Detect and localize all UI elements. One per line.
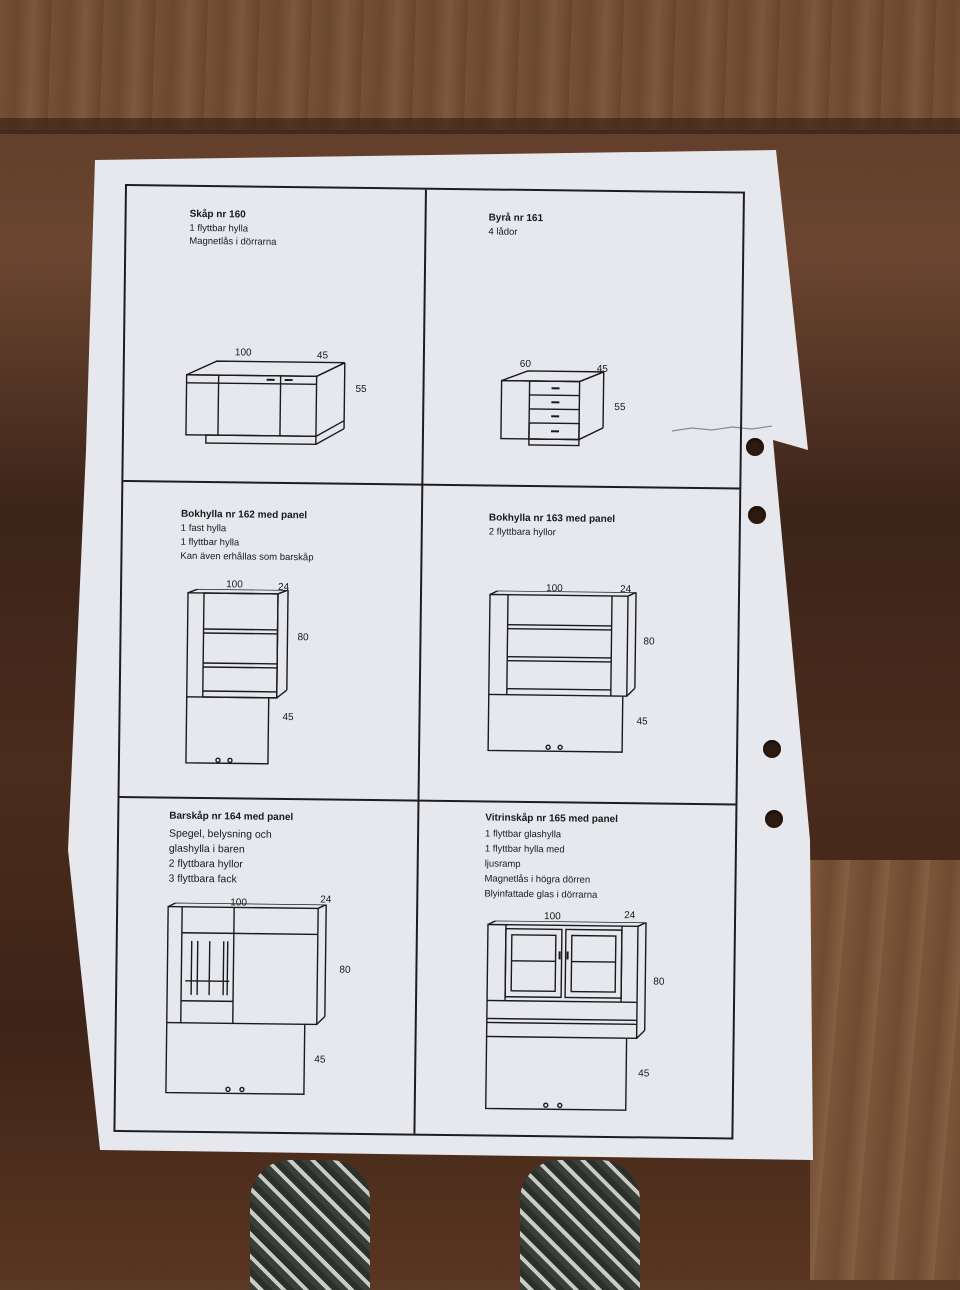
- product-title: Bokhylla nr 163 med panel: [489, 512, 615, 525]
- product-feature: 4 lådor: [488, 225, 517, 239]
- product-cell-160: Skåp nr 160 1 flyttbar hylla Magnetlås i…: [123, 186, 425, 484]
- product-feature: 1 flyttbar glashylla: [485, 827, 561, 842]
- bookshelf-drawing: [182, 589, 294, 770]
- product-feature: glashylla i baren: [169, 842, 245, 857]
- binder-hole: [763, 740, 781, 758]
- right-sock: [520, 1160, 640, 1290]
- display-cabinet-drawing: [482, 920, 654, 1122]
- product-feature: 1 flyttbar hylla: [181, 536, 240, 551]
- dimension-height: 55: [355, 384, 366, 395]
- product-feature: Blyinfattade glas i dörrarna: [484, 887, 597, 902]
- product-title: Barskåp nr 164 med panel: [169, 811, 293, 824]
- dimension-height: 80: [653, 977, 664, 988]
- wooden-floor-top: [0, 0, 960, 130]
- binder-hole: [765, 810, 783, 828]
- product-title: Byrå nr 161: [489, 212, 544, 224]
- dresser-drawing: [499, 369, 620, 470]
- product-feature: 1 fast hylla: [181, 522, 227, 537]
- product-cell-162: Bokhylla nr 162 med panel 1 fast hylla 1…: [120, 482, 422, 800]
- product-cell-163: Bokhylla nr 163 med panel 2 flyttbara hy…: [420, 486, 742, 804]
- product-feature: 3 flyttbara fack: [168, 872, 236, 887]
- product-feature: ljusramp: [485, 857, 521, 871]
- product-feature: 2 flyttbara hyllor: [489, 525, 556, 540]
- dimension-height: 80: [297, 632, 308, 643]
- wooden-floor-right: [810, 860, 960, 1280]
- dimension-depth: 24: [624, 910, 635, 921]
- product-grid: Skåp nr 160 1 flyttbar hylla Magnetlås i…: [113, 184, 745, 1140]
- binder-hole: [746, 438, 764, 456]
- product-title: Bokhylla nr 162 med panel: [181, 509, 307, 522]
- bar-cabinet-drawing: [162, 903, 334, 1105]
- product-feature: 1 flyttbar hylla med: [485, 842, 565, 857]
- product-feature: Spegel, belysning och: [169, 827, 272, 842]
- product-title: Skåp nr 160: [190, 209, 246, 221]
- product-cell-165: Vitrinskåp nr 165 med panel 1 flyttbar g…: [415, 802, 737, 1140]
- product-feature: Magnetlås i högra dörren: [484, 872, 590, 887]
- floor-edge: [0, 118, 960, 134]
- dimension-height: 80: [339, 965, 350, 976]
- product-title: Vitrinskåp nr 165 med panel: [485, 812, 618, 825]
- bookshelf-drawing: [484, 590, 646, 772]
- product-cell-164: Barskåp nr 164 med panel Spegel, belysni…: [115, 798, 417, 1136]
- product-cell-161: Byrå nr 161 4 lådor 60 45 55: [423, 190, 745, 488]
- sideboard-drawing: [184, 357, 355, 459]
- product-feature: Magnetlås i dörrarna: [189, 235, 276, 250]
- left-sock: [250, 1160, 370, 1290]
- binder-hole: [748, 506, 766, 524]
- product-feature: Kan även erhållas som barskåp: [180, 550, 313, 566]
- product-feature: 2 flyttbara hyllor: [169, 857, 243, 872]
